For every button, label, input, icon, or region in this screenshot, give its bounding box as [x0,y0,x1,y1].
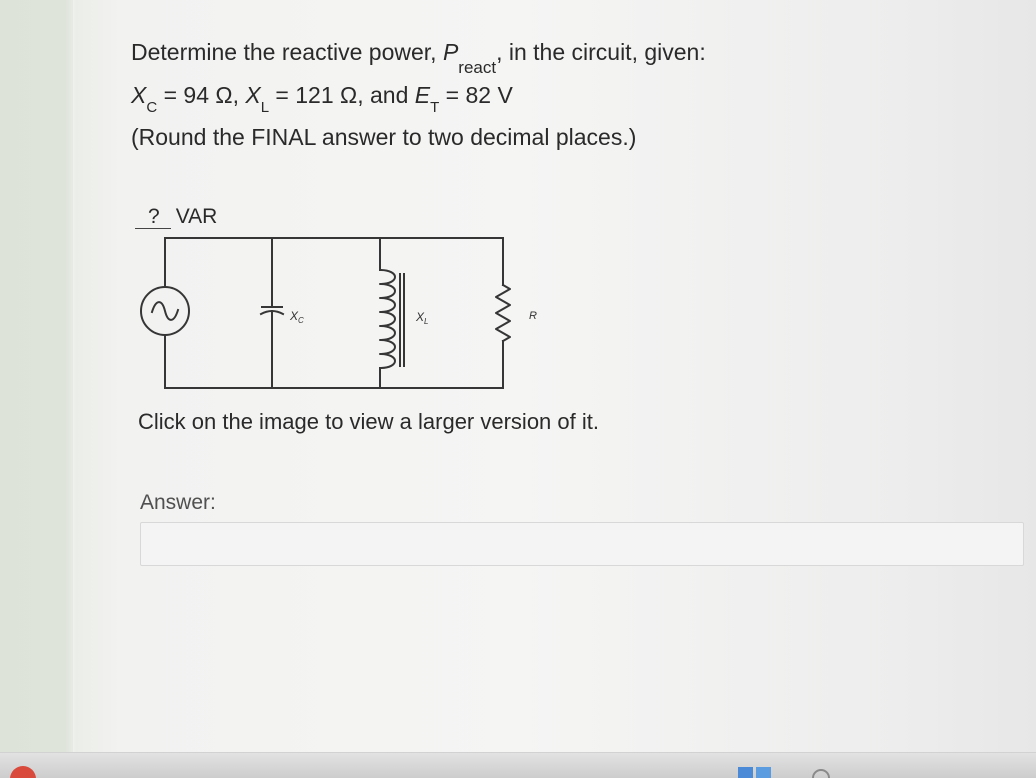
inductor-label-subscript: L [424,317,428,326]
result-blank-mark: ? [135,206,171,229]
answer-label: Answer: [140,491,216,514]
taskbar [0,752,1036,778]
question-line-1: Determine the reactive power, Preact, in… [131,37,706,77]
question-givens: XC = 94 Ω, XL = 121 Ω, and ET = 82 V [131,80,513,116]
circuit-diagram-svg[interactable]: XC XL R [130,228,560,398]
left-strip-edge [73,0,76,752]
blue-app-icon[interactable] [738,767,753,778]
capacitor-label-symbol: X [289,309,299,323]
capacitor-label-subscript: C [298,316,304,325]
et-value: = 82 V [439,82,513,108]
circle-app-icon[interactable] [812,769,830,778]
circuit-diagram[interactable]: XC XL R [130,228,560,398]
sine-wave-icon [150,301,180,321]
inductor-label-symbol: X [415,310,425,324]
et-subscript: T [430,99,440,116]
inductor-label: XL [415,310,428,326]
et-symbol: E [414,82,431,108]
enlarge-image-hint: Click on the image to view a larger vers… [138,409,599,434]
capacitor-label: XC [289,309,304,325]
inductor-coil-icon [378,268,396,370]
xc-subscript: C [146,99,158,116]
xl-value: = 121 Ω, and [269,82,415,108]
answer-input[interactable] [140,522,1024,566]
result-blank: ?VAR [135,204,217,230]
resistor-label: R [529,310,537,322]
xc-symbol: X [131,82,147,108]
red-app-icon[interactable] [10,766,36,778]
question-intro-text: Determine the reactive power, [131,39,443,65]
rounding-instruction: (Round the FINAL answer to two decimal p… [131,124,637,150]
question-intro-suffix: , in the circuit, given: [496,39,706,65]
blue-app-icon[interactable] [756,767,771,778]
xl-subscript: L [260,99,270,116]
xc-value: = 94 Ω, [157,82,246,108]
power-symbol: P [442,39,459,65]
power-subscript: react [458,58,497,77]
xl-symbol: X [245,82,261,108]
result-unit: VAR [175,205,218,228]
resistor-zigzag-icon [495,283,511,343]
